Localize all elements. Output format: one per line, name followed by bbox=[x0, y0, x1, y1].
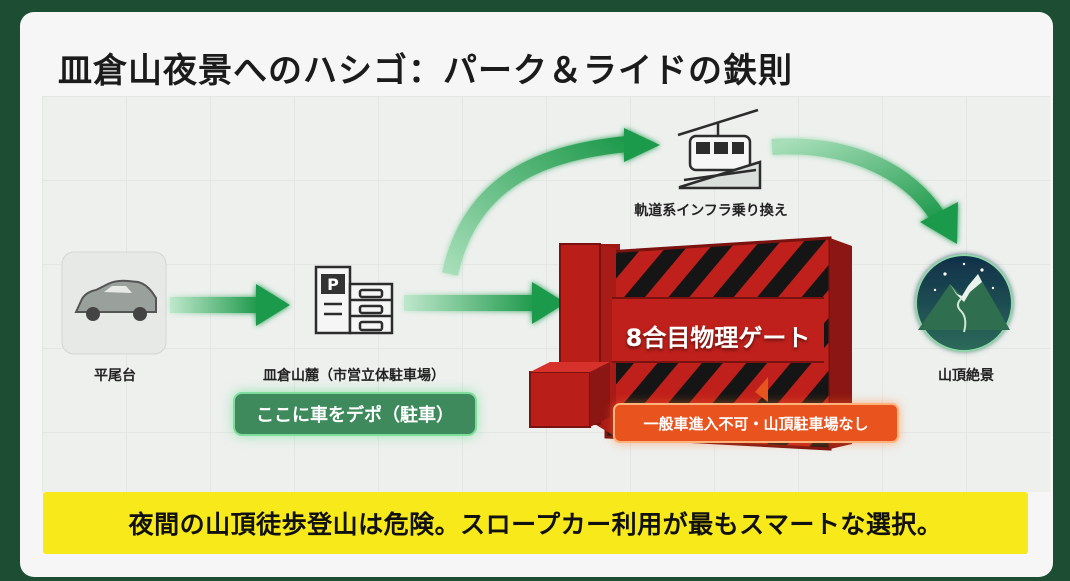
bottom-banner: 夜間の山頂徒歩登山は危険。スロープカー利用が最もスマートな選択。 bbox=[43, 492, 1028, 554]
slide: 皿倉山夜景へのハシゴ：パーク＆ライドの鉄則 bbox=[20, 12, 1053, 577]
arrow-parking-to-cablecar bbox=[442, 128, 660, 276]
cable-car-icon bbox=[677, 108, 762, 190]
mountain-night-icon bbox=[915, 254, 1013, 352]
warning-callout: 一般車進入不可・山頂駐車場なし bbox=[613, 403, 899, 443]
banner-text: 夜間の山頂徒歩登山は危険。スロープカー利用が最もスマートな選択。 bbox=[128, 510, 943, 539]
svg-text:P: P bbox=[327, 275, 339, 294]
node-label-parking: 皿倉山麓（市営立体駐車場） bbox=[263, 368, 445, 384]
physical-gate-wall bbox=[529, 236, 852, 451]
warning-callout-text: 一般車進入不可・山頂駐車場なし bbox=[643, 414, 869, 433]
arrow-start-to-parking bbox=[170, 284, 290, 326]
parking-garage-icon: P bbox=[314, 265, 394, 335]
node-label-transit: 軌道系インフラ乗り換え bbox=[634, 203, 788, 219]
gate-label: 8合目物理ゲート bbox=[625, 324, 811, 352]
depot-callout: ここに車をデポ（駐車） bbox=[233, 392, 477, 436]
arrow-parking-to-gate bbox=[404, 282, 566, 324]
depot-callout-text: ここに車をデポ（駐車） bbox=[256, 405, 454, 426]
node-label-summit: 山頂絶景 bbox=[938, 368, 994, 384]
flow-graphic: P bbox=[61, 108, 1013, 451]
page-title: 皿倉山夜景へのハシゴ：パーク＆ライドの鉄則 bbox=[58, 51, 793, 91]
car-icon bbox=[61, 251, 167, 355]
arrow-cablecar-to-summit bbox=[771, 138, 958, 244]
node-label-start: 平尾台 bbox=[94, 368, 136, 384]
